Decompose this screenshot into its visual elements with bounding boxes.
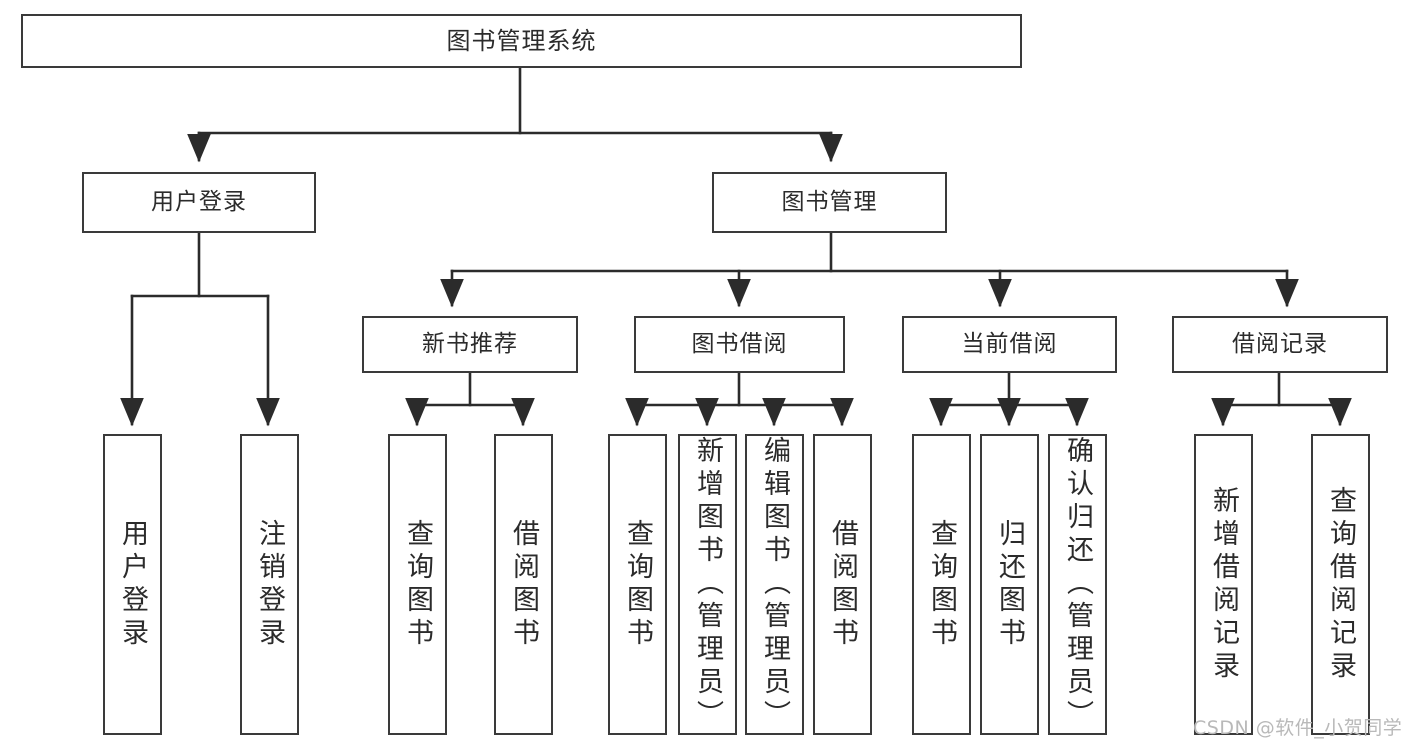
- node-current-borrow[interactable]: 当前借阅: [902, 316, 1117, 373]
- node-label: 注销登录: [254, 518, 285, 651]
- node-user-login[interactable]: 用户登录: [82, 172, 316, 233]
- leaf-book-borrow-query-book[interactable]: 查询图书: [608, 434, 667, 735]
- node-root-book-management-system[interactable]: 图书管理系统: [21, 14, 1022, 68]
- node-label: 查询图书: [402, 518, 433, 651]
- node-label: 编辑图书（管理员）: [759, 436, 790, 733]
- node-label: 确认归还（管理员）: [1062, 436, 1093, 733]
- node-label: 借阅图书: [508, 518, 539, 651]
- node-label: 归还图书: [994, 518, 1025, 651]
- node-label: 图书借阅: [691, 331, 788, 357]
- leaf-user-login-logout[interactable]: 注销登录: [240, 434, 299, 735]
- node-borrow-record[interactable]: 借阅记录: [1172, 316, 1388, 373]
- leaf-new-book-borrow-book[interactable]: 借阅图书: [494, 434, 553, 735]
- leaf-new-book-query-book[interactable]: 查询图书: [388, 434, 447, 735]
- node-label: 新书推荐: [422, 331, 518, 357]
- node-label: 用户登录: [117, 518, 148, 651]
- node-label: 图书管理: [781, 189, 878, 215]
- leaf-borrow-record-query-record[interactable]: 查询借阅记录: [1311, 434, 1370, 735]
- leaf-user-login-login[interactable]: 用户登录: [103, 434, 162, 735]
- node-label: 用户登录: [151, 189, 247, 215]
- leaf-book-borrow-borrow-book[interactable]: 借阅图书: [813, 434, 872, 735]
- node-book-management[interactable]: 图书管理: [712, 172, 947, 233]
- leaf-borrow-record-add-record[interactable]: 新增借阅记录: [1194, 434, 1253, 735]
- leaf-current-borrow-return-book[interactable]: 归还图书: [980, 434, 1039, 735]
- node-label: 查询图书: [926, 518, 957, 651]
- leaf-book-borrow-add-book[interactable]: 新增图书（管理员）: [678, 434, 737, 735]
- leaf-current-borrow-query-book[interactable]: 查询图书: [912, 434, 971, 735]
- node-label: 新增图书（管理员）: [692, 436, 723, 733]
- node-label: 借阅记录: [1232, 331, 1328, 357]
- node-label: 新增借阅记录: [1208, 485, 1239, 684]
- leaf-book-borrow-edit-book[interactable]: 编辑图书（管理员）: [745, 434, 804, 735]
- node-label: 查询图书: [622, 518, 653, 651]
- leaf-current-borrow-confirm-return[interactable]: 确认归还（管理员）: [1048, 434, 1107, 735]
- node-label: 借阅图书: [827, 518, 858, 651]
- node-label: 图书管理系统: [446, 27, 597, 55]
- node-label: 查询借阅记录: [1325, 485, 1356, 684]
- node-book-borrow[interactable]: 图书借阅: [634, 316, 845, 373]
- node-label: 当前借阅: [961, 331, 1058, 357]
- node-new-book-recommend[interactable]: 新书推荐: [362, 316, 578, 373]
